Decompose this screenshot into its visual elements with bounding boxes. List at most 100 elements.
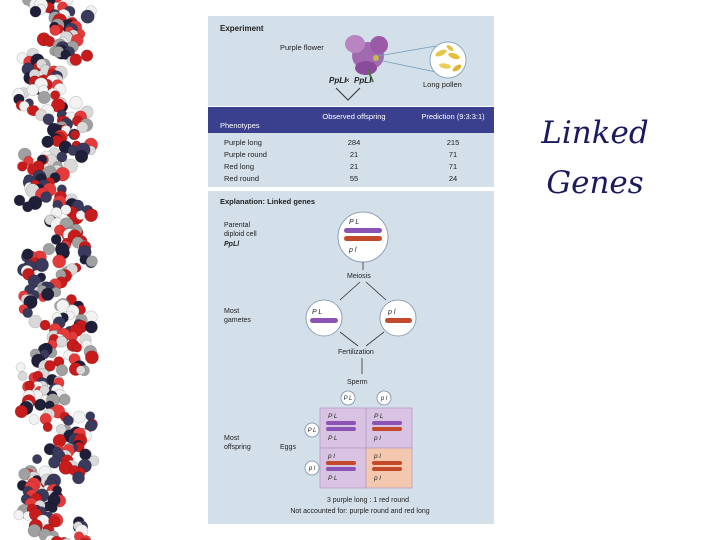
slide-title-line-2: Genes	[546, 165, 644, 201]
cell-allele-top: p l	[327, 453, 335, 460]
prediction-cell: 71	[449, 150, 457, 159]
helix-atom	[17, 161, 28, 172]
parental-allele-pl: p l	[348, 247, 357, 254]
helix-atom	[34, 257, 49, 272]
cell-allele-bottom: P L	[328, 435, 338, 442]
eggs-label: Eggs	[280, 444, 296, 451]
sperm-pl: p l	[376, 390, 392, 406]
helix-atom	[55, 335, 68, 348]
helix-atom	[56, 151, 68, 163]
helix-atom	[70, 129, 80, 140]
helix-atom	[13, 194, 26, 207]
helix-atom	[42, 113, 55, 126]
observed-cell: 55	[350, 174, 358, 183]
gametes-line-2: gametes	[224, 317, 251, 324]
helix-atom	[26, 83, 39, 96]
meiosis-arrow-left-icon	[339, 281, 361, 301]
cross-left-genotype: PpLl	[329, 76, 347, 85]
observed-cell: 21	[350, 150, 358, 159]
helix-atom	[39, 384, 50, 396]
helix-atom	[76, 365, 86, 376]
meiosis-arrow-right-icon	[365, 281, 387, 301]
phenotype-cell: Red round	[224, 174, 259, 183]
fertilization-arrow-right-icon	[365, 331, 385, 347]
gametes-label: Most gametes	[224, 308, 251, 324]
explanation-header: Explanation: Linked genes	[220, 197, 315, 206]
punnett-cell: p l P L	[319, 447, 367, 489]
cell-allele-bottom: P L	[328, 475, 338, 482]
sperm-row: P L p l P L p l	[304, 390, 392, 476]
helix-atom	[39, 319, 51, 331]
observed-cell: 284	[348, 138, 361, 147]
cross-right-genotype: PpLl	[354, 76, 372, 85]
helix-atom	[72, 471, 85, 485]
helix-atom	[48, 515, 61, 528]
meiosis-label: Meiosis	[347, 273, 371, 280]
helix-atom	[80, 9, 95, 24]
table-body	[208, 133, 494, 187]
helix-atom	[42, 422, 53, 433]
phenotype-cell: Red long	[224, 162, 254, 171]
sperm-label: Sperm	[347, 379, 368, 386]
helix-atom	[41, 135, 54, 149]
helix-atom	[18, 467, 31, 481]
gamete-pl-allele: p l	[387, 309, 396, 316]
helix-atom	[69, 53, 83, 66]
helix-atom	[54, 242, 70, 257]
parental-line-1: Parental	[224, 222, 251, 229]
parental-allele-PL: P L	[349, 219, 359, 226]
cell-allele-top: P L	[374, 413, 384, 420]
parental-line-2: diploid cell	[224, 231, 257, 238]
helix-atom	[72, 342, 83, 353]
cell-allele-top: p l	[373, 453, 381, 460]
punnett-cell: P LP L	[319, 407, 367, 449]
gamete-PL-allele: P L	[312, 309, 322, 316]
helix-atom	[42, 243, 56, 256]
unaccounted-note: Not accounted for: purple round and red …	[290, 508, 429, 515]
helix-atom	[22, 248, 34, 260]
cell-allele-bottom: p l	[373, 475, 381, 482]
egg-allele: p l	[308, 466, 316, 472]
prediction-cell: 215	[447, 138, 460, 147]
header-prediction: Prediction (9:3:3:1)	[421, 112, 485, 121]
prediction-cell: 71	[449, 162, 457, 171]
header-observed: Observed offspring	[322, 112, 385, 121]
helix-atom	[74, 149, 89, 164]
gamete-PL: P L	[305, 299, 343, 337]
table-row: Red long 21 71	[224, 162, 457, 171]
offspring-line-1: Most	[224, 435, 239, 442]
helix-atom	[73, 410, 86, 424]
fertilization-label: Fertilization	[338, 349, 374, 356]
table-header-bar	[208, 107, 494, 133]
helix-atom	[60, 49, 71, 60]
offspring-line-2: offspring	[224, 444, 251, 451]
helix-atom	[84, 208, 98, 223]
egg-allele: P L	[308, 428, 317, 434]
helix-atom	[32, 454, 43, 465]
helix-atom	[49, 24, 61, 36]
helix-atom	[34, 398, 47, 411]
helix-atom	[85, 350, 99, 365]
helix-atom	[55, 299, 70, 313]
helix-atom	[29, 5, 42, 18]
cell-allele-bottom: p l	[373, 435, 381, 442]
helix-atom	[15, 362, 26, 373]
egg-PL: P L	[304, 422, 320, 438]
helix-atom	[22, 307, 34, 319]
helix-atom	[48, 456, 61, 469]
helix-atom	[60, 204, 72, 216]
linked-genes-figure: Experiment Purple flower Long pollen PpL…	[208, 16, 494, 524]
long-pollen-icon	[429, 41, 467, 79]
gametes-line-1: Most	[224, 308, 239, 315]
cross-arrow-icon	[335, 87, 361, 101]
observed-cell: 21	[350, 162, 358, 171]
gamete-pl: p l	[379, 299, 417, 337]
phenotype-cell: Purple long	[224, 138, 262, 147]
helix-atom	[76, 121, 89, 133]
helix-atom	[22, 201, 34, 213]
helix-atom	[85, 320, 98, 334]
helix-atom	[75, 210, 86, 221]
helix-atom	[41, 287, 55, 301]
